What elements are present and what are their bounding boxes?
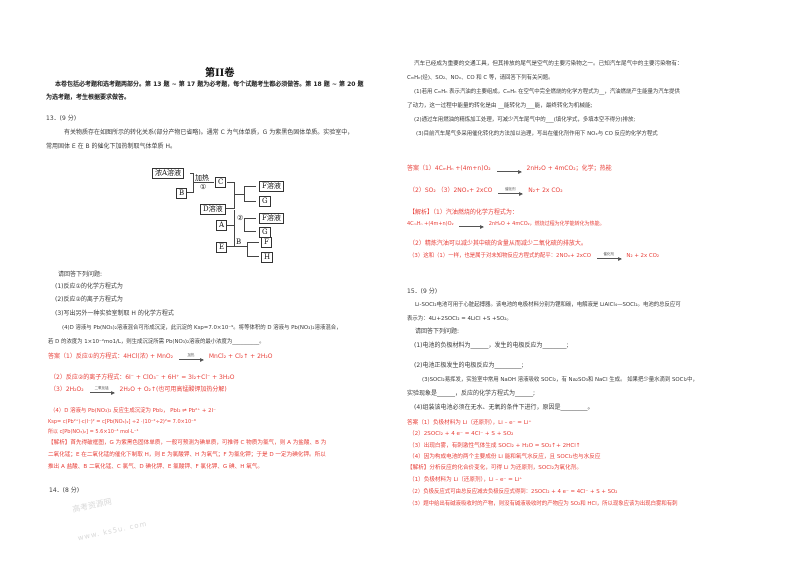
label-catalyst-b: B [236,238,242,246]
q13-part-4: (4)D 溶液与 Pb(NO₃)₂溶液混合可形成沉淀，此沉淀的 Ksp=7.0×… [62,325,342,331]
q15-analysis-2: （2）负极反应式可由总反应减去负极反应式得到：2SOCl₂ + 4 e⁻ = 4… [409,489,618,495]
box-g-1: G [259,196,271,207]
q14-header: 14．(8 分) [49,487,80,494]
q14-analysis-eq: 4CₘHₙ +(4m+n)O₂ 2nH₂O + 4mCO₂，燃烧过程为化学能转化… [407,220,605,229]
q15-analysis-head: 【解析】分析反应的化合价变化，可得 Li 为还原剂，SOCl₂为氧化剂。 [407,465,582,471]
reaction-arrow: 二氧化锰 [89,386,115,395]
q14-stem-1: 汽车已经成为重要的交通工具，但其排放的尾气是空气的主要污染物之一。已知汽车尾气中… [414,61,683,67]
answer-3-lhs: （3）2H₂O₂ [50,386,84,393]
q14-answer-2-3: （2）SO₂ （3）2NOₓ+ 2xCO 催化剂 N₂+ 2x CO₂ [409,187,563,196]
q15-prompt: 请回答下列问题: [415,328,460,335]
q15-part-2: (2)电池正极发生的电极反应为_________; [414,362,524,369]
answer-23-lhs: （2）SO₂ （3）2NOₓ+ 2xCO [409,187,493,194]
section-title: 第II卷 [205,68,235,79]
q13-answer-1: 答案（1）反应①的方程式：4HCl(浓) + MnO₂ 加热 MnCl₂ + C… [48,353,273,362]
analysis-eq-rhs: 2nH₂O + 4mCO₂，燃烧过程为化学能转化为热能。 [488,221,605,227]
reaction-arrow: 加热 [178,353,204,362]
q13-part-1: (1)反应①的化学方程式为 [55,283,123,290]
q14-stem-2: CₘHₙ(烃)、SO₂、NOₓ、CO 和 C 等，请回答下列有关问题。 [407,75,554,81]
box-b: B [176,188,188,199]
box-f-solution-1: F溶液 [259,181,284,192]
answer-1-lhs: 答案（1）反应①的方程式：4HCl(浓) + MnO₂ [48,353,174,360]
q13-prompt: 请回答下列问题: [58,271,103,278]
answer-1-lhs: 答案（1）4CₘHₙ +(4m+n)O₂ [407,165,491,172]
q15-answer-4: （4）因为构成电池的两个主要成份 Li 能和氧气水反应，且 SOCl₂也与水反应 [409,454,601,460]
q13-part-2: (2)反应②的离子方程式为 [55,296,123,303]
q13-analysis-1: 【解析】首先得破框图，G 为紫黑色固体单质，一般可预测为碘单质，可推得 C 物质… [48,440,327,446]
watermark-url: www. ks5u. com [76,519,149,543]
label-reaction-1: ① [200,183,207,191]
box-f-solution-2: F溶液 [259,213,284,224]
q14-analysis-2: （2）精炼汽油可以减少其中硫的含量从而减少二氧化硫的排放大。 [409,240,587,247]
q15-part-3a: (3)SOCl₂易挥发，实验室中常用 NaOH 溶液吸收 SOCl₂，有 Na₂… [422,377,698,383]
reaction-arrow: 催化剂 [596,252,622,261]
q15-stem-2: 表示为：4Li+2SOCl₂ = 4LiCl +S +SO₂。 [407,316,512,322]
q14-analysis-3: （3）这和（1）一样，也是属于对未知物反应方程式的配平：2NOₓ+ 2xCO 催… [409,252,660,261]
q15-answer-2: （2）2SOCl₂ + 4 e⁻ = 4Cl⁻ + S + SO₂ [409,431,514,437]
watermark-text: 高考资源网 [71,496,113,515]
box-h: H [261,252,274,263]
q13-analysis-3: 推出 A 盐酸、B 二氧化锰、C 氯气、D 碘化钾、E 氯酸钾、F 氯化钾、G … [48,464,263,470]
box-c: C [215,177,227,188]
q14-analysis-head: 【解析】（1）汽油燃烧的化学方程式为： [409,209,518,216]
q15-answer-1: 答案（1）负极材料为 Li（还原剂），Li – e⁻ = Li⁺ [407,420,532,426]
q13-part-3: (3)写出另外一种实验室制取 H 的化学方程式 [55,310,174,317]
q14-part-1a: (1)若用 CₘHₙ 表示汽油的主要组成，CₘHₙ 在空气中完全燃烧的化学方程式… [414,89,680,95]
label-reaction-2: ② [237,214,244,222]
q14-part-1b: 了动力，这一过程中能量的转化是由 __能转化为___能，最终转化为机械能; [407,103,593,109]
box-e: E [216,242,228,253]
q14-answer-1: 答案（1）4CₘHₙ +(4m+n)O₂ 2nH₂O + 4mCO₂；化学；热能 [407,165,612,174]
q13-answer-4-ksp: Ksp= c(Pb²⁺)·c(I⁻)² = c[Pb(NO₃)₂] ÷2 ·(1… [48,419,196,425]
box-concentrated-a: 浓A溶液 [152,168,185,179]
answer-1-rhs: 2nH₂O + 4mCO₂；化学；热能 [526,165,612,172]
q15-analysis-1: （1）负极材料为 Li（还原剂），Li – e⁻ = Li⁺ [409,477,523,483]
q13-stem-2: 常用固体 E 在 B 的催化下加热制取气体单质 H。 [46,143,176,150]
label-heat: 加热 [195,174,209,182]
analysis-3-lhs: （3）这和（1）一样，也是属于对未知物反应方程式的配平：2NOₓ+ 2xCO [409,253,591,259]
answer-1-rhs: MnCl₂ + Cl₂↑ + 2H₂O [208,353,273,360]
q14-part-2: (2)通过车用燃油的精炼加工处理，可减少汽车尾气中的___(填化学式，多填本空不… [414,117,636,123]
q15-answer-3: （3）出现白雾，有刺激性气体生成 SOCl₂ + H₂O = SO₂↑+ 2HC… [409,443,581,449]
analysis-3-rhs: N₂ + 2x CO₂ [626,253,660,259]
box-d-solution: D溶液 [200,204,226,215]
q15-stem-1: Li-SOCl₂电池可用于心脏起搏器。该电池的电极材料分别为锂和碳，电解液是 L… [415,302,681,308]
q15-analysis-3: （3）题中给出有碱液吸收时的产物，则没有碱液吸收时的产物应为 SO₂和 HCl，… [409,501,678,507]
q15-part-4: (4)组装该电池必须在无水、无氧的条件下进行，原因是_________。 [414,404,594,411]
conversion-diagram: 浓A溶液 B 加热 ① C D溶液 F溶液 G A ② F溶液 G E B F [130,162,310,267]
answer-23-rhs: N₂+ 2x CO₂ [528,187,563,194]
intro-line-2: 为选考题，考生根据要求做答。 [46,94,131,101]
q13-answer-3: （3）2H₂O₂ 二氧化锰 2H₂O + O₂↑(也可用高锰酸钾加热分解) [50,386,227,395]
q13-header: 13．(9 分) [46,115,77,122]
analysis-eq-lhs: 4CₘHₙ +(4m+n)O₂ [407,221,454,227]
box-f: F [261,237,272,248]
q15-part-1: (1)电池的负极材料为______，发生的电极反应为________; [414,342,569,349]
reaction-arrow [459,220,485,229]
q14-part-3: (3)目前汽车尾气多采用催化转化的方法加以治理，写出在催化剂作用下 NOₓ与 C… [416,131,658,137]
q13-part-4-cont: 若 D 的浓度为 1×10⁻²mo1/L，则生成沉淀所需 Pb(NO₃)₂溶液的… [48,339,265,345]
q15-header: 15．(9 分) [407,288,438,295]
q13-answer-4: （4）D 溶液与 Pb(NO₃)₂ 反应生成沉淀为 PbI₂， PbI₂ ⇌ P… [50,408,216,414]
box-a: A [216,220,228,231]
intro-line-1: 本卷包括必考题和选考题两部分。第 13 题 ~ 第 17 题为必考题，每个试题考… [55,81,364,88]
q13-answer-2: （2）反应②的离子方程式：6I⁻ + ClO₃⁻ + 6H⁺ = 3I₂+Cl⁻… [50,374,235,381]
q13-stem-1: 有关物质存在如图所示的转化关系(部分产物已省略)。通常 C 为气体单质，G 为紫… [64,129,354,136]
q15-part-3b: 实验现象是______，反应的化学方程式为______; [407,390,536,397]
reaction-arrow: 催化剂 [498,187,524,196]
answer-3-rhs: 2H₂O + O₂↑(也可用高锰酸钾加热分解) [119,386,227,393]
reaction-arrow [496,165,522,174]
q13-analysis-2: 二氧化锰；E 在二氧化锰的催化下制取 H，则 E 为氯酸钾、H 为氧气；F 为氯… [48,452,326,458]
q13-answer-4-result: 所以 c[Pb(NO₃)₂] = 5.6×10⁻⁴ mol·L⁻¹ [48,429,139,435]
